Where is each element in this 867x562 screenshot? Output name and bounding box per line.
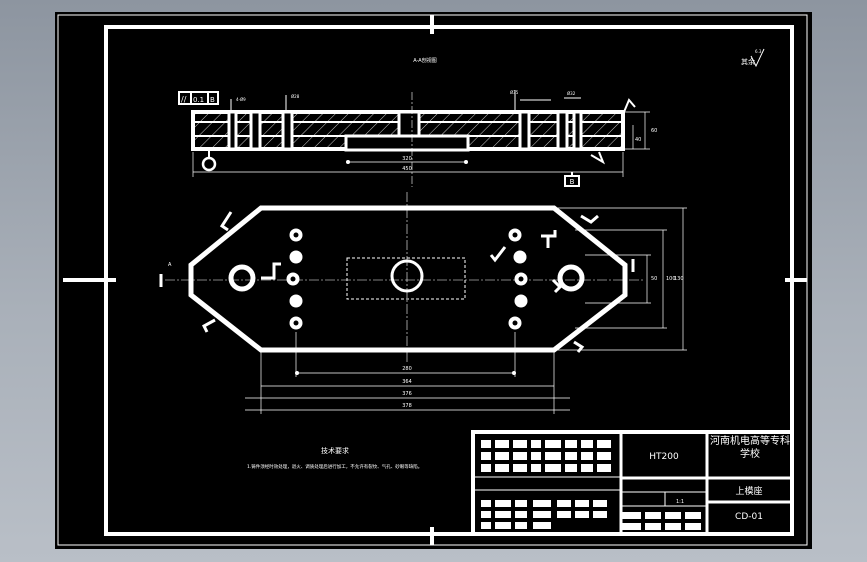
dim-plan-376: 376 (402, 391, 412, 397)
part-name: 上模座 (735, 485, 762, 497)
guide-bushing-icon (201, 156, 217, 172)
material-value: HT200 (649, 452, 679, 462)
roughness-check-icon (750, 48, 765, 68)
roughness-value: 6.3 (755, 49, 762, 54)
guide-hole-right (557, 264, 585, 292)
tech-requirements-text: 1.铸件须经时效处理，退火、调质处理后进行加工，不允许有裂纹、气孔、砂眼等缺陷。 (247, 463, 422, 470)
bottom-slot (344, 134, 470, 152)
dim-plan-v50: 50 (651, 276, 657, 282)
tech-requirements-title: 技术要求 (321, 446, 349, 455)
flatness-value: 0.1 (193, 96, 204, 104)
dim-plan-378: 378 (402, 403, 412, 409)
dim-plan-v100: 100 (666, 276, 676, 282)
view-label: A-A剖视图 (413, 57, 436, 64)
drawing-number: CD-01 (735, 512, 763, 522)
dim-plan-v130: 130 (674, 276, 684, 282)
datum-label: B (570, 178, 575, 186)
dim-front-h60: 60 (651, 128, 657, 134)
centering-marks (63, 15, 807, 545)
dim-front-450: 450 (402, 166, 412, 172)
svg-text:Ø35: Ø35 (510, 90, 519, 95)
central-recess (346, 257, 466, 300)
dim-front-320: 320 (402, 156, 412, 162)
svg-text:Ø32: Ø32 (567, 91, 576, 96)
guide-hole-left (228, 264, 256, 292)
shank-hole (390, 259, 424, 293)
flatness-symbol: // (181, 95, 187, 104)
school-name: 河南机电高等专科学校 (710, 436, 790, 460)
dim-front-h40: 40 (635, 137, 641, 143)
drawing-sheet: A-A剖视图 其余 6.3 (57, 14, 808, 546)
scale-value: 1:1 (676, 499, 684, 505)
roughness-note: 其余 (741, 57, 755, 66)
flatness-datum: B (210, 96, 215, 104)
front-view: 4-Ø9 Ø28 Ø35 Ø32 // 0.1 B 320 450 60 40 (178, 90, 657, 187)
plan-view: A 280 364 376 378 50 1 (159, 192, 687, 414)
cad-viewport[interactable]: A-A剖视图 其余 6.3 (55, 12, 812, 549)
dim-plan-280: 280 (402, 366, 412, 372)
dim-plan-364: 364 (402, 379, 412, 385)
flatness-frame (178, 91, 219, 105)
svg-text:4-Ø9: 4-Ø9 (236, 97, 246, 102)
title-block: 1:1 HT200 河南机电高等专科学校 上模座 CD-01 (471, 430, 794, 536)
section-callout-left: A (168, 262, 172, 268)
svg-text:Ø28: Ø28 (291, 94, 300, 99)
